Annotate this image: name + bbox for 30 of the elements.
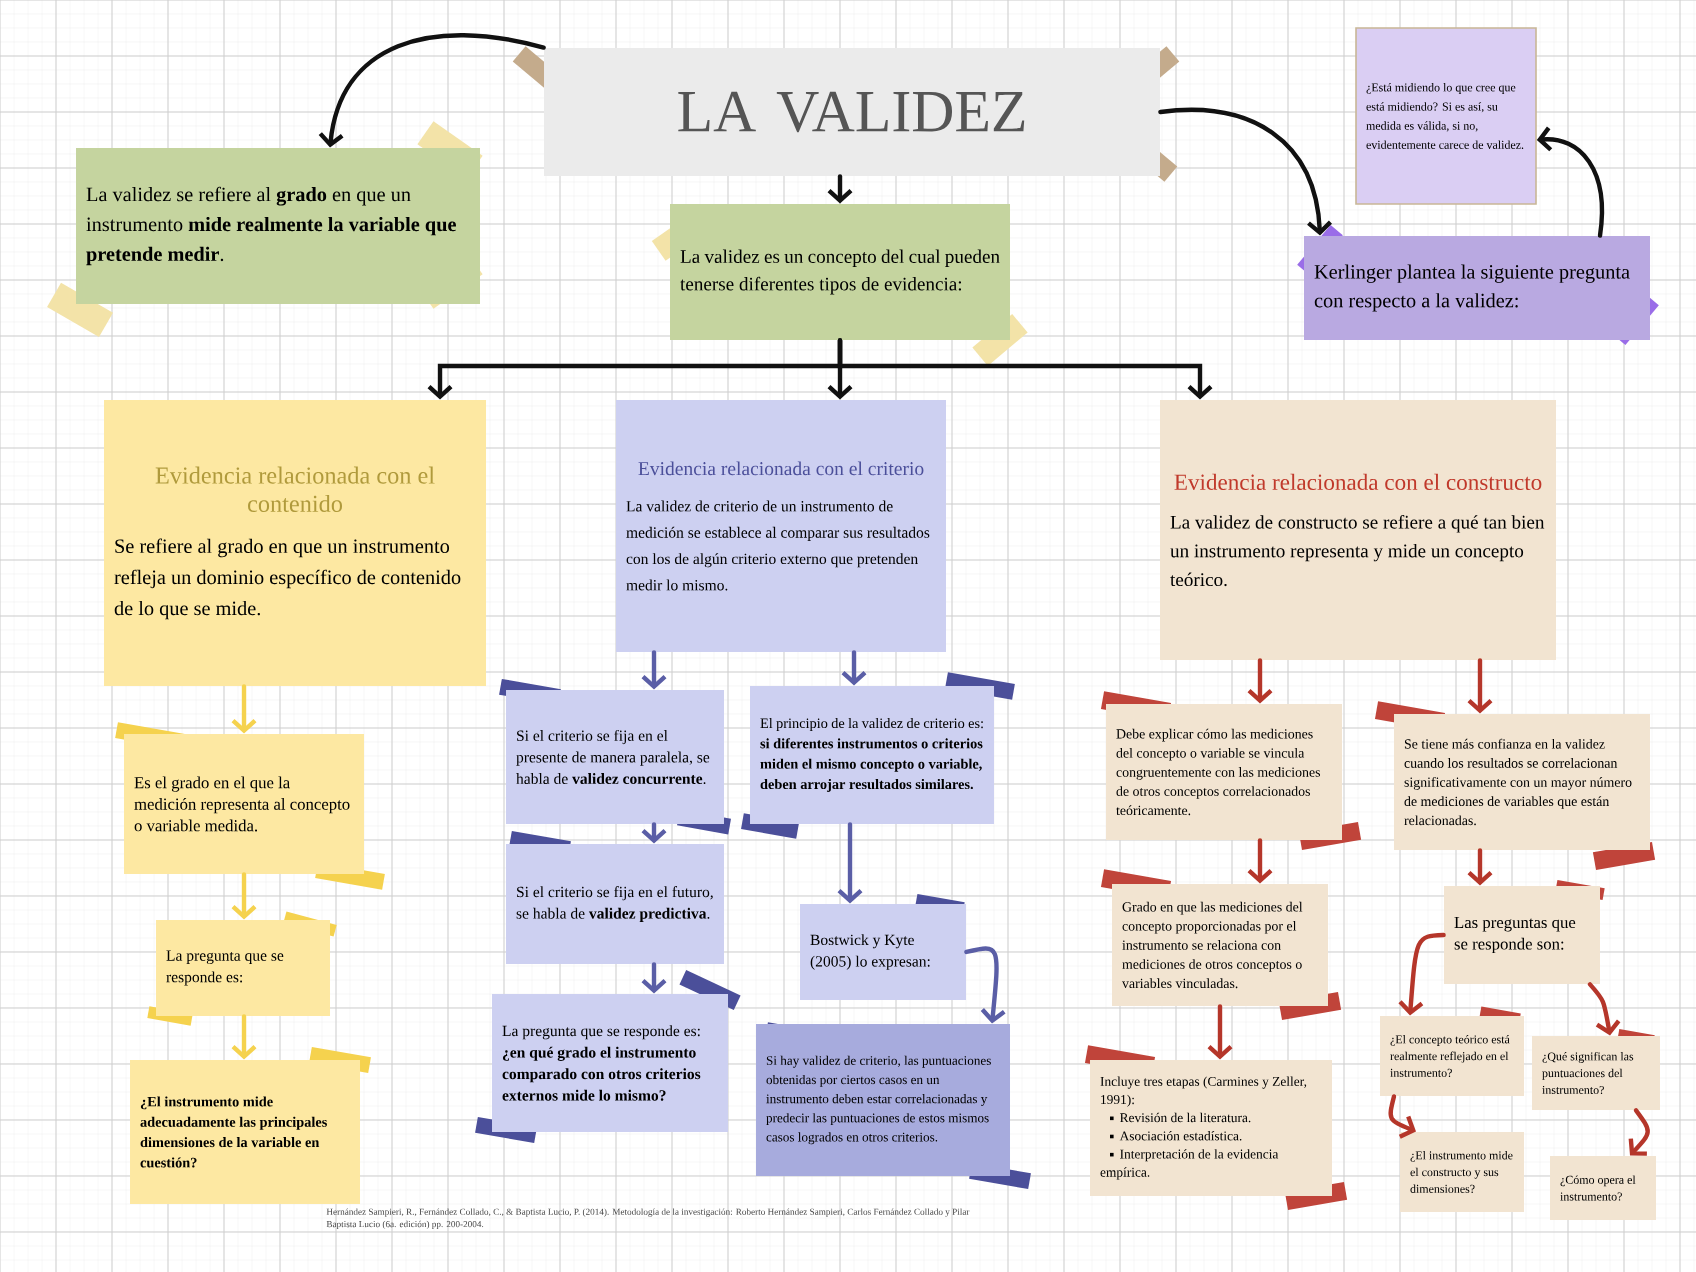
arrow bbox=[1158, 107, 1332, 236]
arrow bbox=[231, 684, 257, 734]
arrow bbox=[231, 1014, 257, 1060]
note-card: La validez es un concepto del cual pueden tenerse diferentes tipos de evidencia: bbox=[670, 204, 1010, 340]
arrow bbox=[641, 962, 667, 994]
note-card: Kerlinger plantea la siguiente pregunta con respecto a la validez: bbox=[1304, 236, 1650, 340]
arrow bbox=[837, 338, 1213, 400]
arrow bbox=[1587, 982, 1621, 1036]
arrow bbox=[837, 822, 863, 904]
arrow bbox=[841, 650, 867, 686]
arrow bbox=[1247, 658, 1273, 704]
arrow bbox=[1207, 1004, 1233, 1060]
arrow bbox=[1628, 1108, 1650, 1156]
arrow bbox=[1467, 848, 1493, 886]
note-card: Es el grado en el que la medición representa al concepto o variable medida. bbox=[124, 734, 364, 874]
arrow bbox=[1388, 1094, 1416, 1139]
note-card: Evidencia relacionada con el constructo La validez de constructo se refiere a qué tan bien un instrumento representa y mide un concepto teórico. bbox=[1160, 400, 1556, 660]
arrow bbox=[231, 872, 257, 920]
arrow bbox=[827, 174, 853, 204]
arrow bbox=[1398, 932, 1446, 1016]
arrow bbox=[318, 33, 546, 148]
arrow bbox=[1536, 126, 1604, 238]
arrow bbox=[1467, 658, 1493, 714]
title-banner: LA VALIDEZ bbox=[544, 48, 1160, 176]
note-card: La validez se refiere al grado en que un instrumento mide realmente la variable que pretende medir. bbox=[76, 148, 480, 304]
arrow bbox=[1247, 838, 1273, 884]
arrow bbox=[641, 650, 667, 690]
arrow bbox=[964, 946, 1006, 1024]
note-card: Las preguntas que se responde son: bbox=[1444, 886, 1600, 984]
note-card: Evidencia relacionada con el contenido Se refiere al grado en que un instrumento refleja un dominio específico de contenido de lo que se mide. bbox=[104, 400, 486, 686]
